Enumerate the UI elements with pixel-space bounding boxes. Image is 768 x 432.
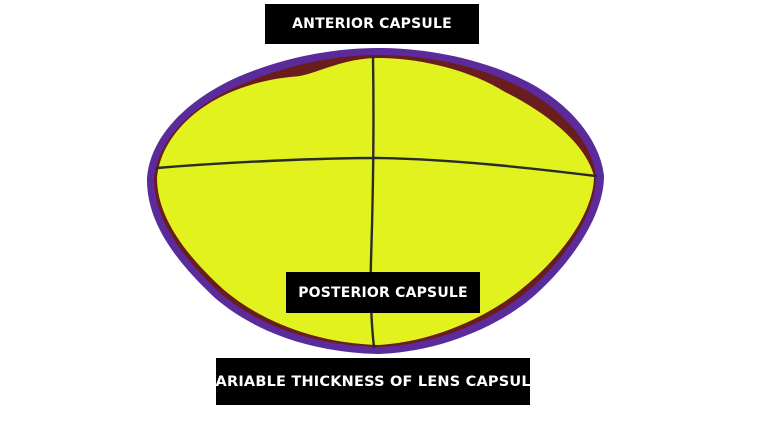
- lens-body: [157, 58, 594, 345]
- posterior-capsule-label: POSTERIOR CAPSULE: [286, 272, 480, 313]
- anterior-capsule-label: ANTERIOR CAPSULE: [265, 4, 479, 44]
- diagram-caption: VARIABLE THICKNESS OF LENS CAPSULE: [205, 358, 541, 405]
- optical-axis-line: [369, 54, 376, 349]
- equatorial-axis-line: [155, 156, 598, 178]
